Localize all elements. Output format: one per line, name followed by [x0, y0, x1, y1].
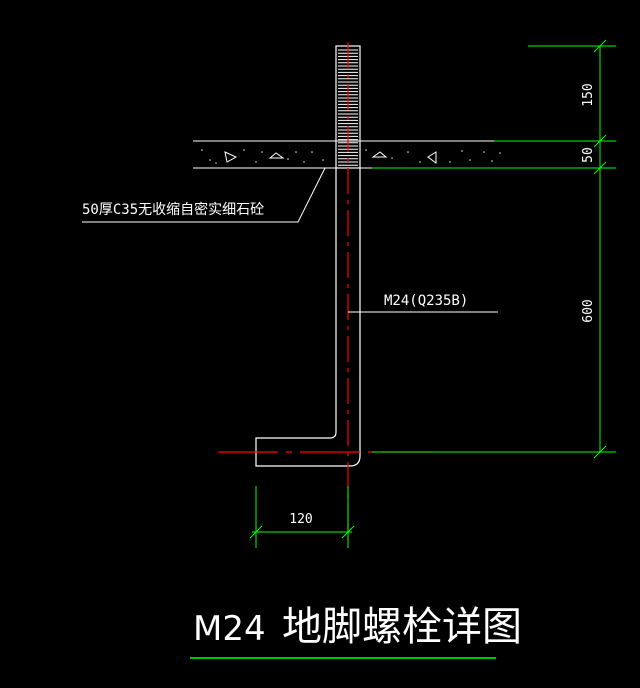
- grout-hatch: [201, 149, 501, 164]
- bolt-note: M24(Q235B): [384, 293, 468, 309]
- grout-layer: [193, 140, 508, 169]
- title-code: M24: [193, 609, 266, 649]
- dim-50-label: 50: [581, 147, 596, 163]
- grout-aggregate-triangles: [224, 151, 437, 164]
- grout-note: 50厚C35无收缩自密实细石砼: [82, 201, 264, 218]
- dim-150-label: 150: [581, 83, 596, 106]
- horizontal-dimension: [249, 486, 355, 548]
- vertical-dimensions: [372, 39, 616, 459]
- title-text: 地脚螺栓详图: [282, 604, 522, 650]
- grout-leader-line: [82, 167, 326, 223]
- bolt-shank-and-hook: [255, 168, 361, 467]
- dim-600-label: 600: [581, 299, 596, 322]
- dim-120-label: 120: [289, 512, 312, 527]
